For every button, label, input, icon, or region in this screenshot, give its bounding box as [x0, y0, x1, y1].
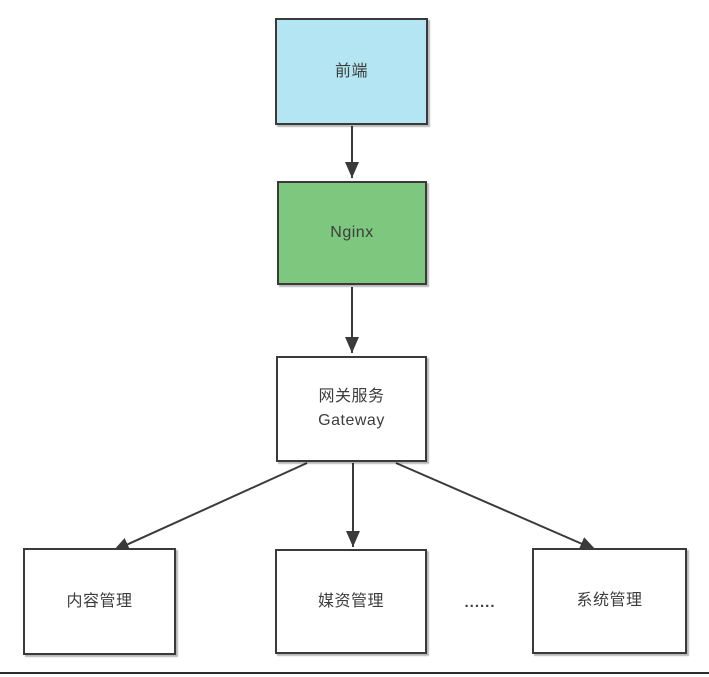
node-frontend: 前端: [275, 18, 428, 125]
arrow-gateway-to-content: [112, 462, 308, 552]
arrow-gateway-to-system: [395, 462, 597, 551]
node-gateway-label: 网关服务: [318, 388, 385, 405]
node-frontend-label: 前端: [334, 62, 368, 80]
ellipsis-label: ......: [464, 594, 496, 611]
node-media-management-label: 媒资管理: [317, 592, 384, 610]
bottom-divider: [0, 672, 709, 674]
node-system-management: 系统管理: [532, 548, 687, 654]
node-gateway-sublabel: Gateway: [318, 412, 385, 429]
node-media-management: 媒资管理: [275, 549, 427, 654]
node-content-management: 内容管理: [23, 548, 176, 655]
node-system-management-label: 系统管理: [576, 592, 643, 609]
node-nginx-label: Nginx: [330, 224, 374, 241]
node-content-management-label: 内容管理: [66, 592, 133, 610]
node-nginx: Nginx: [277, 181, 427, 285]
node-gateway: 网关服务 Gateway: [276, 356, 427, 462]
